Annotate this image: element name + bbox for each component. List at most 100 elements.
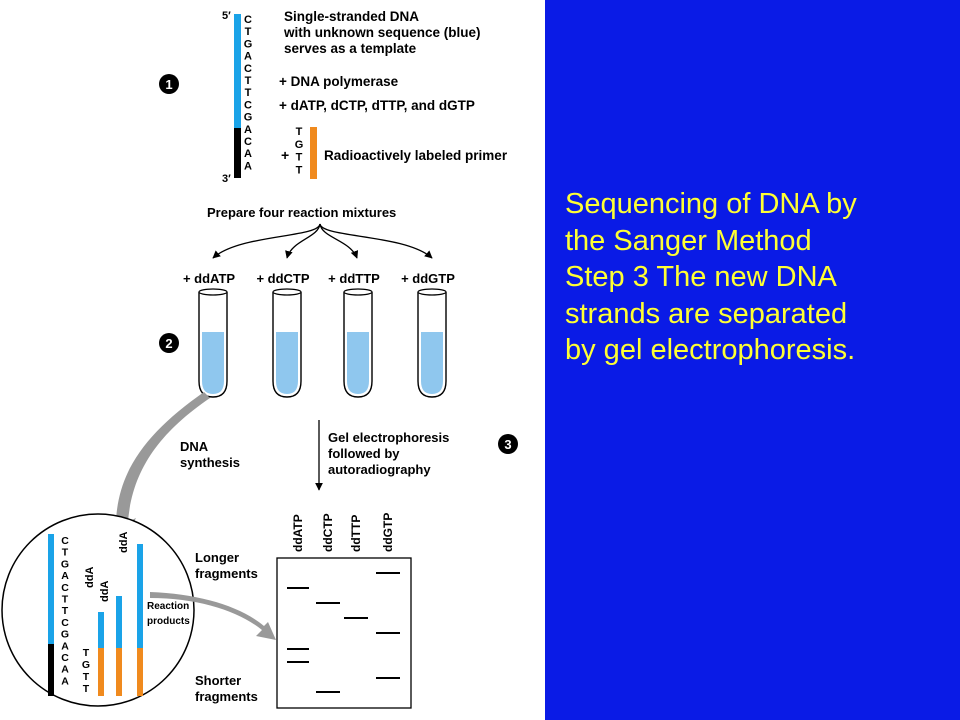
template-note-line-3: serves as a template — [284, 41, 417, 56]
magnified-template-base: G — [61, 558, 69, 570]
tube-label: + ddATP — [183, 271, 235, 286]
slide-caption: Sequencing of DNA by the Sanger Method S… — [565, 186, 955, 369]
product-primer — [116, 648, 122, 696]
tube-rim — [272, 288, 302, 296]
tube-rim — [343, 288, 373, 296]
caption-panel — [545, 0, 960, 720]
primer-strand — [310, 127, 317, 179]
caption-line-5: by gel electrophoresis. — [565, 334, 856, 366]
template-base: A — [244, 51, 252, 63]
reaction-tube — [343, 288, 373, 398]
magnified-primer-base: T — [83, 671, 90, 683]
five-prime-label: 5′ — [222, 10, 231, 22]
product-extension — [116, 596, 122, 648]
step-3-marker — [498, 434, 518, 454]
tube-liquid — [202, 332, 224, 394]
tube-liquid — [347, 332, 369, 394]
tube-liquid — [276, 332, 298, 394]
step-2-number: 2 — [165, 336, 172, 351]
template-note-line-2: with unknown sequence (blue) — [283, 25, 481, 40]
caption-line-1: Sequencing of DNA by — [565, 188, 857, 220]
dda-label-2: ddA — [99, 581, 111, 602]
primer-base: T — [296, 164, 303, 176]
dntp-label: + dATP, dCTP, dTTP, and dGTP — [279, 98, 475, 113]
magnified-template-base: G — [61, 629, 69, 641]
template-base: A — [244, 124, 252, 136]
magnified-template-base: C — [61, 617, 69, 629]
template-base: T — [245, 75, 252, 87]
longer-line-2: fragments — [195, 566, 258, 581]
electro-line-1: Gel electrophoresis — [328, 430, 449, 445]
step-3-number: 3 — [504, 437, 511, 452]
template-base: C — [244, 99, 252, 111]
reaction-tube — [198, 288, 228, 398]
magnified-template-base: C — [61, 652, 69, 664]
primer-base: T — [296, 152, 303, 164]
prepare-label: Prepare four reaction mixtures — [207, 205, 396, 220]
magnified-template-base: A — [61, 640, 69, 652]
primer-plus: + — [281, 147, 289, 163]
template-base: C — [244, 14, 252, 26]
tube-outline — [417, 292, 447, 398]
tube-outline — [272, 292, 302, 398]
magnified-template-base: A — [61, 664, 69, 676]
mag-template-black — [48, 644, 54, 696]
template-base: T — [245, 87, 252, 99]
caption-line-4: strands are separated — [565, 297, 848, 330]
reaction-line-2: products — [147, 616, 190, 627]
tube-outline — [198, 292, 228, 398]
three-prime-label: 3′ — [222, 173, 231, 185]
magnified-primer-base: T — [83, 647, 90, 659]
template-base: C — [244, 63, 252, 75]
tube-labels: + ddATP + ddCTP + ddTTP + ddGTP — [183, 271, 455, 286]
caption-line-3: Step 3 The new DNA — [565, 261, 837, 293]
lane-labels: ddATP ddCTP ddTTP ddGTP — [291, 513, 395, 552]
lane-label: ddATP — [291, 514, 305, 552]
template-strand-blue — [234, 14, 241, 128]
reaction-tube — [417, 288, 447, 398]
reaction-line-1: Reaction — [147, 601, 189, 612]
lane-label: ddGTP — [381, 513, 395, 552]
template-note-line-1: Single-stranded DNA — [284, 9, 419, 24]
dna-synthesis-line-1: DNA — [180, 439, 209, 454]
magnified-template-base: T — [62, 605, 69, 617]
tube-label: + ddGTP — [401, 271, 455, 286]
tube-label: + ddTTP — [328, 271, 380, 286]
template-base: G — [244, 112, 253, 124]
magnified-template-base: T — [62, 547, 69, 559]
dda-label-3: ddA — [118, 532, 130, 553]
polymerase-label: + DNA polymerase — [279, 74, 399, 89]
shorter-line-2: fragments — [195, 689, 258, 704]
tube-label: + ddCTP — [256, 271, 309, 286]
longer-line-1: Longer — [195, 550, 239, 565]
magnified-template-base: A — [61, 570, 69, 582]
step-1-marker — [159, 74, 179, 94]
dda-label-1: ddA — [84, 567, 96, 588]
template-base: A — [244, 160, 252, 172]
caption-line-2: the Sanger Method — [565, 224, 812, 257]
magnified-template-base: A — [61, 675, 69, 687]
product-primer — [137, 648, 143, 696]
magnified-primer-base: G — [82, 659, 90, 671]
electro-line-3: autoradiography — [328, 462, 431, 477]
reaction-tube — [272, 288, 302, 398]
tube-outline — [343, 292, 373, 398]
tube-rim — [198, 288, 228, 296]
reaction-tubes — [198, 288, 447, 398]
template-base: A — [244, 148, 252, 160]
magnified-template-base: C — [61, 582, 69, 594]
tube-liquid — [421, 332, 443, 394]
primer-base: G — [295, 139, 304, 151]
lane-label: ddCTP — [321, 513, 335, 552]
gel-bands — [287, 572, 400, 693]
reaction-product-strands — [98, 544, 143, 696]
product-primer — [98, 648, 104, 696]
template-base: G — [244, 38, 253, 50]
magnified-primer-base: T — [83, 683, 90, 695]
lane-label: ddTTP — [349, 515, 363, 552]
